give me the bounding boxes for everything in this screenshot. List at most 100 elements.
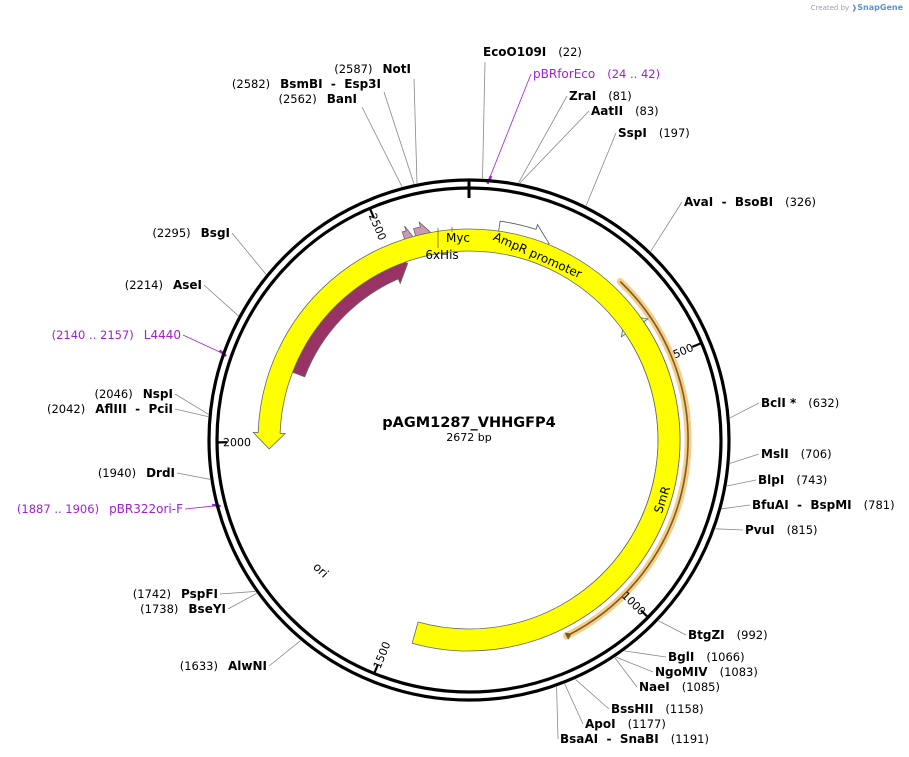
site-name-zrai: ZraI bbox=[569, 89, 596, 103]
site-position-nspi: (2046) bbox=[95, 387, 133, 401]
connector-bsaai-snabi bbox=[556, 686, 559, 740]
site-name-asei: AseI bbox=[173, 278, 202, 292]
connector-bcli bbox=[729, 402, 760, 419]
site-nspi[interactable]: NspI (2046) bbox=[95, 387, 174, 401]
site-pbrforeco[interactable]: pBRforEco (24 .. 42) bbox=[533, 67, 660, 81]
site-name-bani: BanI bbox=[327, 92, 357, 106]
site-position-blpi: (743) bbox=[796, 473, 827, 487]
connector-pbr322ori-f bbox=[184, 505, 216, 510]
site-bsmbi-esp3i[interactable]: BsmBI - Esp3I(2582) bbox=[232, 77, 381, 91]
site-position-bani: (2562) bbox=[278, 92, 316, 106]
site-bgli[interactable]: BglI(1066) bbox=[668, 650, 745, 664]
site-ecoo109i[interactable]: EcoO109I (22) bbox=[483, 45, 582, 59]
connector-ecoo109i bbox=[482, 61, 486, 179]
connector-asei bbox=[203, 284, 239, 317]
site-apoi[interactable]: ApoI (1177) bbox=[585, 717, 666, 731]
site-position-avai-bsobi: (326) bbox=[785, 195, 816, 209]
site-name-msli: MslI bbox=[761, 447, 789, 461]
site-bfuai-bspmi[interactable]: BfuAI - BspMI(781) bbox=[752, 498, 895, 512]
connector-ngomiv bbox=[615, 656, 654, 673]
connector-bsmbi-esp3i bbox=[383, 91, 415, 184]
credit-prefix: Created by bbox=[810, 4, 850, 12]
site-position-zrai: (81) bbox=[608, 89, 632, 103]
site-position-pbrforeco: (24 .. 42) bbox=[607, 67, 660, 81]
site-name-l4440: L4440 bbox=[144, 328, 181, 342]
site-name-ngomiv: NgoMIV bbox=[655, 665, 708, 679]
site-name-bsgi: BsgI bbox=[201, 226, 230, 240]
site-position-bsaai-snabi: (1191) bbox=[671, 732, 709, 746]
feature-label-myc: Myc bbox=[446, 231, 470, 245]
site-noti[interactable]: NotI(2587) bbox=[334, 62, 411, 76]
site-bcli[interactable]: BclI *(632) bbox=[761, 396, 839, 410]
site-name-avai-bsobi: AvaI - BsoBI bbox=[684, 195, 773, 209]
connector-naei bbox=[614, 657, 638, 688]
site-btgzi[interactable]: BtgZI(992) bbox=[688, 628, 768, 642]
site-bsshii[interactable]: BssHII (1158) bbox=[611, 702, 704, 716]
site-bani[interactable]: BanI (2562) bbox=[278, 92, 357, 106]
site-l4440[interactable]: L4440(2140 .. 2157) bbox=[52, 328, 181, 342]
site-name-naei: NaeI bbox=[639, 680, 670, 694]
site-ngomiv[interactable]: NgoMIV(1083) bbox=[655, 665, 758, 679]
site-position-bseyi: (1738) bbox=[140, 602, 178, 616]
site-blpi[interactable]: BlpI (743) bbox=[758, 473, 827, 487]
site-name-pbrforeco: pBRforEco bbox=[533, 67, 595, 81]
site-avai-bsobi[interactable]: AvaI - BsoBI (326) bbox=[684, 195, 816, 209]
site-position-bsshii: (1158) bbox=[665, 702, 703, 716]
credit-brand: SnapGene bbox=[857, 3, 903, 12]
feature-ori[interactable] bbox=[252, 228, 681, 652]
site-drdi[interactable]: DrdI (1940) bbox=[98, 466, 175, 480]
site-name-bsaai-snabi: BsaAI - SnaBI bbox=[560, 732, 659, 746]
site-msli[interactable]: MslI (706) bbox=[761, 447, 832, 461]
site-bsgi[interactable]: BsgI (2295) bbox=[152, 226, 230, 240]
snapgene-logo-icon: ❱ bbox=[851, 4, 858, 12]
site-name-noti: NotI bbox=[383, 62, 412, 76]
site-afliii-pcii[interactable]: AflIII - PciI (2042) bbox=[47, 402, 173, 416]
site-asei[interactable]: AseI (2214) bbox=[125, 278, 202, 292]
tick-label-1500: 1500 bbox=[371, 640, 394, 671]
site-bseyi[interactable]: BseYI(1738) bbox=[140, 602, 226, 616]
site-position-bsgi: (2295) bbox=[152, 226, 190, 240]
site-position-aatii: (83) bbox=[635, 104, 659, 118]
tick-mark-1000 bbox=[640, 609, 649, 618]
site-zrai[interactable]: ZraI (81) bbox=[569, 89, 632, 103]
site-name-afliii-pcii: AflIII - PciI bbox=[95, 402, 173, 416]
site-name-pbr322ori-f: pBR322ori-F bbox=[109, 502, 183, 516]
site-position-msli: (706) bbox=[801, 447, 832, 461]
site-name-pspfi: PspFI bbox=[181, 587, 218, 601]
site-name-drdi: DrdI bbox=[146, 466, 175, 480]
site-labels: EcoO109I(22)pBRforEco(24 .. 42)ZraI(81)A… bbox=[17, 45, 895, 746]
connector-nspi bbox=[174, 393, 209, 415]
tick-label-2000: 2000 bbox=[223, 436, 251, 449]
tick-mark-2500 bbox=[369, 208, 375, 218]
site-pspfi[interactable]: PspFI(1742) bbox=[133, 587, 218, 601]
site-name-ecoo109i: EcoO109I bbox=[483, 45, 546, 59]
connector-blpi bbox=[726, 479, 757, 487]
site-name-bsshii: BssHII bbox=[611, 702, 653, 716]
site-position-afliii-pcii: (2042) bbox=[47, 402, 85, 416]
site-position-asei: (2214) bbox=[125, 278, 163, 292]
site-position-drdi: (1940) bbox=[98, 466, 136, 480]
site-pbr322ori-f[interactable]: pBR322ori-F(1887 .. 1906) bbox=[17, 502, 183, 516]
connector-pspfi bbox=[219, 591, 256, 595]
site-position-naei: (1085) bbox=[682, 680, 720, 694]
site-aatii[interactable]: AatII(83) bbox=[591, 104, 659, 118]
site-name-blpi: BlpI bbox=[758, 473, 784, 487]
site-name-alwni: AlwNI bbox=[228, 659, 267, 673]
site-name-nspi: NspI bbox=[143, 387, 173, 401]
site-position-ecoo109i: (22) bbox=[558, 45, 582, 59]
site-alwni[interactable]: AlwNI (1633) bbox=[180, 659, 267, 673]
site-pvui[interactable]: PvuI(815) bbox=[745, 523, 818, 537]
site-position-apoi: (1177) bbox=[628, 717, 666, 731]
connector-msli bbox=[729, 453, 760, 464]
connector-bseyi bbox=[227, 593, 257, 610]
site-name-apoi: ApoI bbox=[585, 717, 616, 731]
plasmid-name: pAGM1287_VHHGFP4 bbox=[382, 415, 556, 431]
connector-pvui bbox=[715, 528, 744, 531]
site-naei[interactable]: NaeI (1085) bbox=[639, 680, 720, 694]
site-position-bcli: (632) bbox=[808, 396, 839, 410]
site-sspi[interactable]: SspI(197) bbox=[618, 126, 690, 140]
site-position-alwni: (1633) bbox=[180, 659, 218, 673]
site-bsaai-snabi[interactable]: BsaAI - SnaBI (1191) bbox=[560, 732, 709, 746]
connector-afliii-pcii bbox=[174, 408, 209, 417]
site-position-bsmbi-esp3i: (2582) bbox=[232, 77, 270, 91]
